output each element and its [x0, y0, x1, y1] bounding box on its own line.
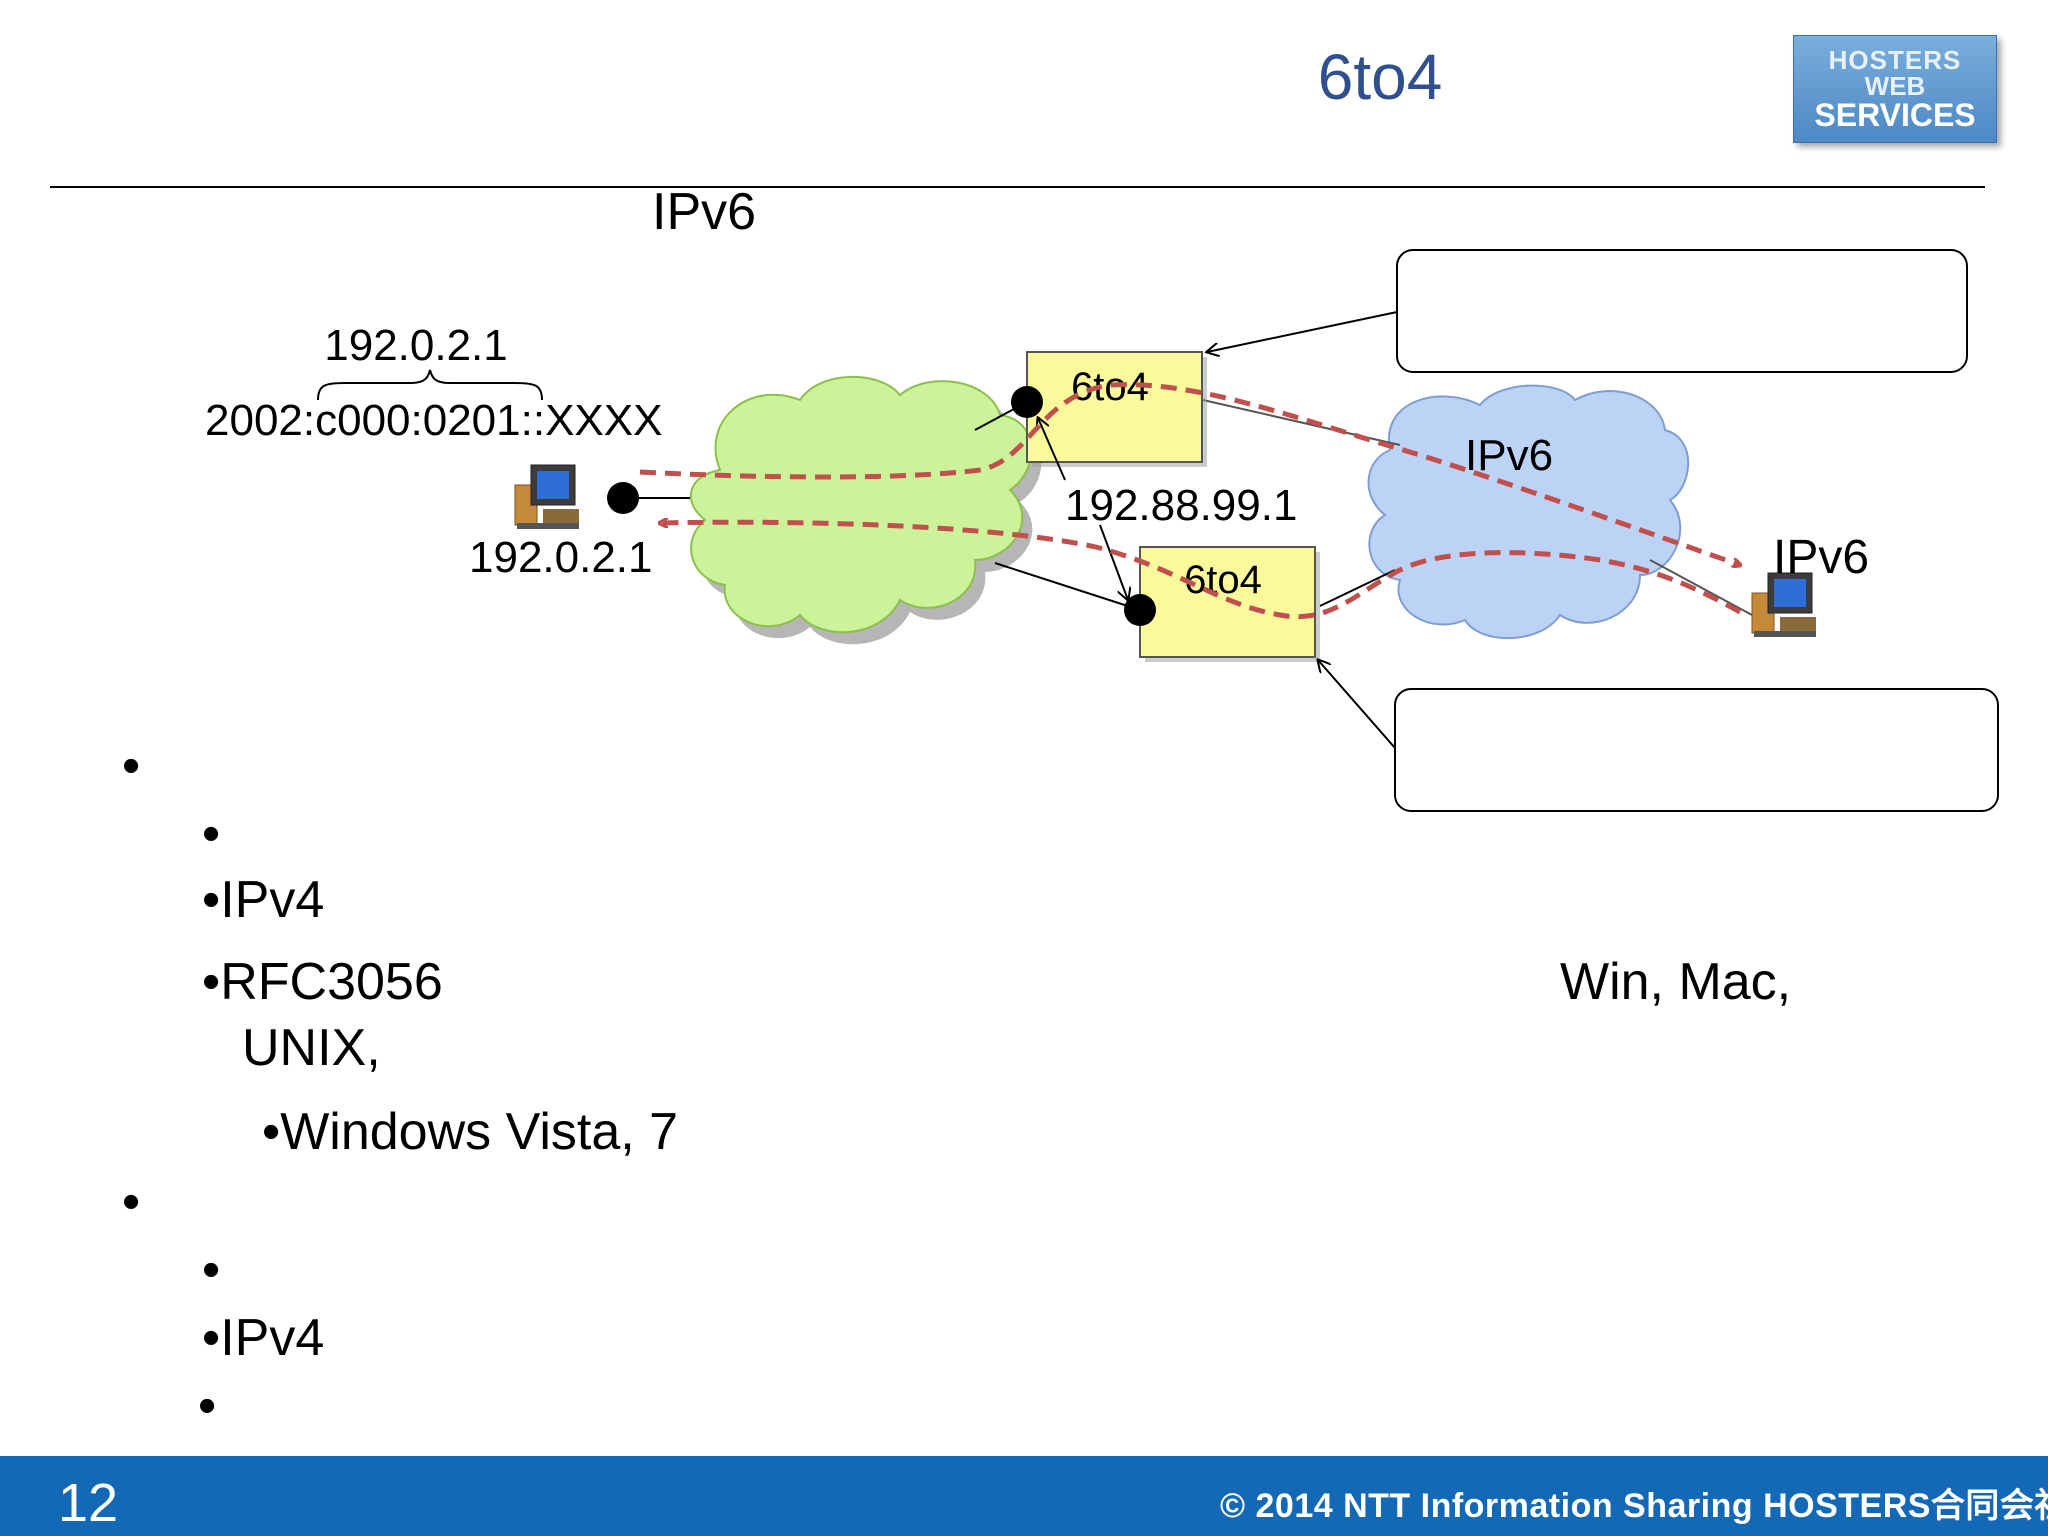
client-computer-icon: [514, 464, 579, 529]
packet-path-outbound: [639, 382, 1740, 565]
logo-line-1: HOSTERS: [1828, 45, 1962, 75]
bullet-2-1: •: [202, 1241, 221, 1299]
bullet-1-3: •RFC3056: [202, 953, 443, 1011]
bullet-1-3-continued: UNIX,: [242, 1019, 381, 1077]
ipv6-to-host: [1649, 559, 1753, 616]
packet-path-return: [660, 522, 1742, 620]
relay-lower-interface-dot: [1124, 594, 1156, 626]
callout-top-pointer: [1207, 311, 1398, 352]
ipv6-prefix-address: 2002:c000:0201::XXXX: [205, 396, 662, 445]
anycast-arrow-up: [1038, 418, 1066, 481]
relay-upper-interface-dot: [1011, 386, 1043, 418]
bullet-1-3-tail: Win, Mac,: [1560, 953, 1792, 1011]
slide-title: 6to4: [1317, 41, 1443, 113]
relay-router-upper: [1026, 351, 1207, 467]
slide-subtitle: IPv6: [652, 183, 757, 241]
bullet-2-2: •IPv4: [202, 1309, 325, 1367]
ipv4-embed-brace: [317, 369, 543, 401]
ipv4-embed-label: 192.0.2.1: [324, 321, 508, 370]
page-number: 12: [58, 1473, 119, 1533]
bullet-1-2: •IPv4: [202, 871, 325, 929]
relay-upper-to-ipv6: [1202, 399, 1401, 446]
copyright-notice: © 2014 NTT Information Sharing HOSTERS合同…: [1220, 1487, 2048, 1525]
relay-lower-label: 6to4: [1184, 558, 1262, 602]
bullet-2: •: [122, 1173, 141, 1231]
relay-lower-to-ipv6: [1319, 569, 1396, 607]
bullet-1: •: [122, 737, 141, 795]
anycast-arrow-down: [1099, 524, 1128, 600]
bullet-1-3-1: •Windows Vista, 7: [262, 1103, 679, 1161]
bullet-1-1: •: [202, 805, 221, 863]
title-divider: [50, 186, 1985, 188]
ipv6-host-label: IPv6: [1773, 531, 1869, 584]
ipv4-internet-cloud: [689, 375, 1042, 645]
hosters-web-services-logo: HOSTERS WEB SERVICES: [1793, 35, 1997, 143]
client-ipv4-address: 192.0.2.1: [469, 533, 653, 582]
ipv4-to-relay-lower: [994, 562, 1141, 611]
ipv6-cloud-label: IPv6: [1465, 431, 1553, 480]
callout-bottom-pointer: [1318, 660, 1396, 749]
callout-top-box: [1396, 249, 1968, 373]
bullet-2-3: •: [198, 1377, 217, 1435]
ipv6-internet-cloud: [1367, 384, 1690, 640]
logo-line-3: SERVICES: [1814, 97, 1976, 133]
callout-bottom-box: [1394, 688, 1999, 812]
footer-bar: [0, 1456, 2048, 1536]
client-interface-dot: [607, 482, 639, 514]
logo-line-2: WEB: [1864, 71, 1926, 101]
anycast-address-label: 192.88.99.1: [1065, 481, 1297, 530]
ipv6-host-computer-icon: [1751, 572, 1816, 637]
